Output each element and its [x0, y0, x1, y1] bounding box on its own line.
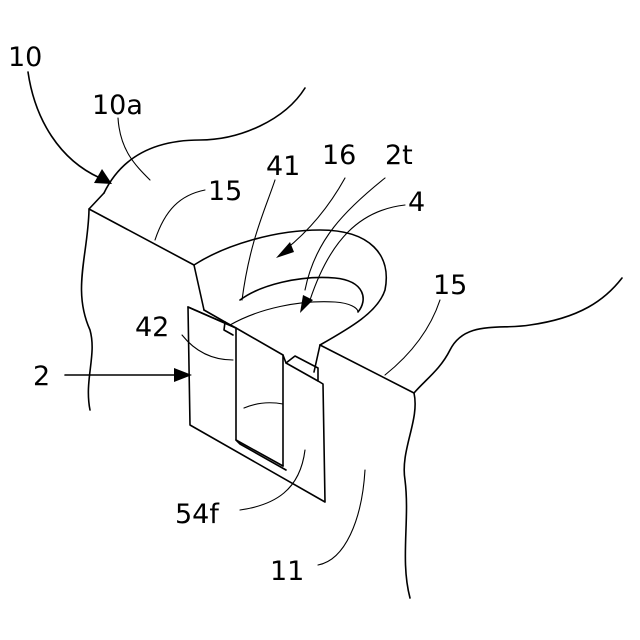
leader-15-right	[385, 300, 440, 375]
break-line-left	[81, 210, 92, 410]
break-line-right-lower	[404, 393, 415, 598]
leader-2t	[305, 178, 385, 290]
leader-15-left	[155, 190, 205, 240]
slot-right-step	[286, 356, 318, 381]
label-42: 42	[135, 312, 169, 343]
right-block-top-edge	[320, 345, 414, 393]
recess-inner-edge	[194, 265, 204, 310]
slot-channel-left	[225, 322, 283, 466]
leader-lines	[28, 72, 440, 565]
label-15-right: 15	[433, 270, 467, 301]
reference-labels: 10 10a 15 41 16 2t 4 15 42 2 54f 11	[8, 42, 467, 587]
label-10a: 10a	[92, 90, 143, 121]
label-54f: 54f	[175, 499, 220, 530]
block-edge-top-left	[89, 193, 104, 209]
leader-16	[285, 178, 345, 250]
leader-10a	[118, 118, 150, 180]
label-2: 2	[33, 361, 50, 392]
leader-41	[242, 180, 275, 300]
label-10: 10	[8, 42, 42, 73]
label-16: 16	[322, 140, 356, 171]
block-edge-diagonal	[89, 209, 194, 265]
leader-10	[28, 72, 100, 178]
label-15-left: 15	[208, 176, 242, 207]
label-2t: 2t	[385, 140, 413, 171]
label-41: 41	[266, 151, 300, 182]
bowl-floor-line	[230, 302, 358, 325]
leader-42	[182, 335, 233, 360]
label-11: 11	[270, 556, 304, 587]
slot-bottom-curve	[244, 403, 283, 408]
label-4: 4	[408, 187, 425, 218]
